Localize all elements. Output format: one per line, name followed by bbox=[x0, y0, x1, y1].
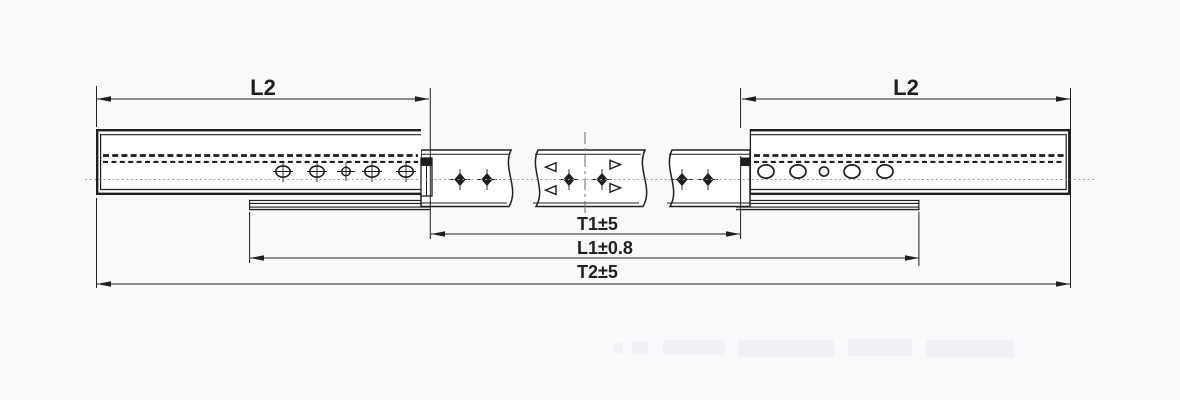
dim-label-l2-right: L2 bbox=[893, 75, 919, 100]
rivet-small bbox=[337, 162, 355, 181]
watermark-blur bbox=[613, 339, 1014, 358]
mounting-hole-row bbox=[757, 164, 894, 179]
dimension-l2-left bbox=[97, 96, 429, 102]
dimension-t1 bbox=[431, 231, 740, 237]
left-outer-rail bbox=[96, 129, 433, 197]
right-outer-rail bbox=[741, 129, 1071, 195]
dim-label-t2: T2±5 bbox=[577, 262, 618, 282]
mounting-hole bbox=[843, 164, 861, 179]
dim-label-l2-left: L2 bbox=[250, 75, 276, 100]
mounting-hole bbox=[757, 164, 775, 179]
dimension-l2-right bbox=[742, 96, 1070, 102]
left-rail-end-bracket bbox=[420, 157, 433, 197]
mounting-hole-small bbox=[818, 166, 830, 177]
intermediate-rail-flange-right bbox=[736, 199, 920, 211]
dim-label-l1: L1±0.8 bbox=[577, 238, 633, 258]
mounting-hole bbox=[789, 164, 807, 179]
dimension-l1 bbox=[250, 255, 919, 261]
tab-hole-left-upper bbox=[543, 161, 557, 173]
rivet-row bbox=[273, 161, 416, 182]
tab-hole-left-lower bbox=[543, 184, 557, 196]
diamond-hole bbox=[698, 169, 718, 190]
rivet bbox=[307, 161, 327, 182]
intermediate-rail-segment-center bbox=[534, 149, 648, 208]
rivet bbox=[362, 161, 382, 182]
tab-hole-right-lower bbox=[609, 182, 623, 194]
dimensions bbox=[96, 86, 1071, 288]
right-rail-end-tab bbox=[741, 157, 750, 166]
dimension-t2 bbox=[97, 281, 1070, 287]
tab-hole-right-upper bbox=[609, 159, 623, 170]
mounting-hole bbox=[876, 164, 894, 179]
intermediate-rail-flange-left bbox=[249, 199, 430, 211]
rivet bbox=[396, 161, 416, 182]
rivet bbox=[273, 161, 293, 182]
intermediate-rail-holes bbox=[450, 159, 718, 196]
intermediate-rail-segment-left bbox=[420, 149, 514, 208]
diamond-hole bbox=[450, 169, 470, 190]
dim-label-t1: T1±5 bbox=[577, 214, 618, 234]
